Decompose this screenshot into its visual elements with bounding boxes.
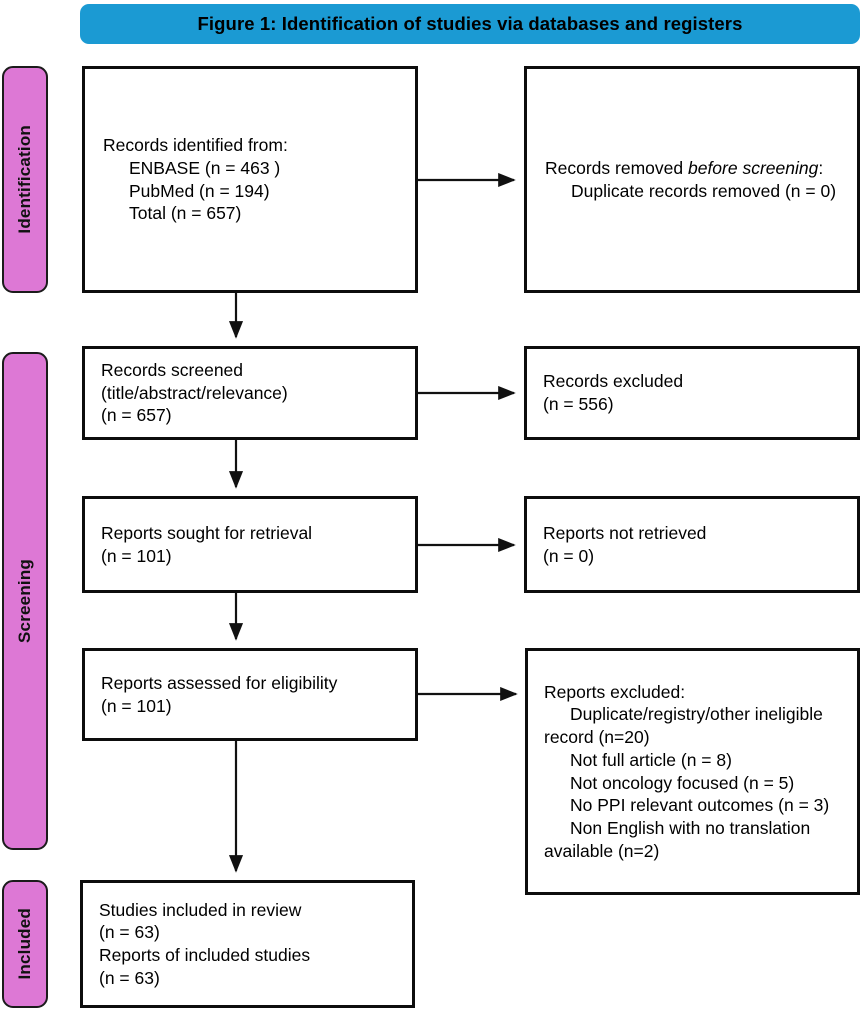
node-studies-included-text: Studies included in review (n = 63) Repo… xyxy=(83,899,412,990)
phase-label-included: Included xyxy=(15,908,34,980)
reports-sought-count: (n = 101) xyxy=(101,545,172,566)
reports-included-line1: Reports of included studies xyxy=(99,945,311,965)
node-reports-excluded: Reports excluded: Duplicate/registry/oth… xyxy=(525,648,860,895)
node-records-identified: Records identified from: ENBASE (n = 463… xyxy=(82,66,418,293)
phase-label-screening: Screening xyxy=(15,559,34,643)
figure-title-text: Figure 1: Identification of studies via … xyxy=(197,12,743,34)
records-screened-count: (n = 657) xyxy=(101,405,172,426)
reports-not-retrieved-count: (n = 0) xyxy=(543,545,595,566)
phase-label-identification: Identification xyxy=(15,125,34,234)
node-reports-sought: Reports sought for retrieval (n = 101) xyxy=(82,496,418,593)
reports-excluded-reason-0: Duplicate/registry/other ineligible reco… xyxy=(544,704,828,747)
records-identified-line1: Records identified from: xyxy=(103,135,288,155)
figure-title-banner: Figure 1: Identification of studies via … xyxy=(80,4,860,44)
records-identified-total: Total (n = 657) xyxy=(129,203,242,224)
records-screened-line2: (title/abstract/relevance) xyxy=(101,382,288,403)
reports-excluded-heading: Reports excluded: xyxy=(544,681,686,702)
node-reports-not-retrieved-text: Reports not retrieved (n = 0) xyxy=(527,522,857,568)
reports-excluded-reason-3: No PPI relevant outcomes (n = 3) xyxy=(570,795,830,816)
reports-excluded-reason-4: Non English with no translation availabl… xyxy=(544,818,816,861)
records-removed-suffix: : xyxy=(818,157,824,178)
reports-included-count: (n = 63) xyxy=(99,967,160,988)
records-excluded-line1: Records excluded xyxy=(543,371,684,392)
node-reports-sought-text: Reports sought for retrieval (n = 101) xyxy=(85,522,415,568)
phase-bar-included: Included xyxy=(2,880,48,1008)
node-studies-included: Studies included in review (n = 63) Repo… xyxy=(80,880,415,1008)
node-records-removed-text: Records removed before screening: Duplic… xyxy=(527,157,857,203)
records-excluded-count: (n = 556) xyxy=(543,394,614,414)
phase-bar-identification: Identification xyxy=(2,66,48,293)
reports-excluded-reason-2: Not oncology focused (n = 5) xyxy=(570,772,795,793)
node-reports-excluded-text: Reports excluded: Duplicate/registry/oth… xyxy=(528,681,857,863)
records-screened-line1: Records screened xyxy=(101,359,244,380)
node-records-identified-text: Records identified from: ENBASE (n = 463… xyxy=(85,134,415,225)
node-reports-assessed: Reports assessed for eligibility (n = 10… xyxy=(82,648,418,741)
node-records-removed: Records removed before screening: Duplic… xyxy=(524,66,860,293)
node-reports-assessed-text: Reports assessed for eligibility (n = 10… xyxy=(85,672,415,718)
node-records-excluded-text: Records excluded (n = 556) xyxy=(527,370,857,416)
records-identified-embase: ENBASE (n = 463 ) xyxy=(129,157,281,178)
reports-not-retrieved-line1: Reports not retrieved xyxy=(543,522,707,543)
node-records-screened: Records screened (title/abstract/relevan… xyxy=(82,346,418,440)
records-removed-prefix: Records removed xyxy=(545,157,688,178)
records-removed-duplicates: Duplicate records removed (n = 0) xyxy=(571,180,837,201)
studies-included-count: (n = 63) xyxy=(99,922,160,943)
studies-included-line1: Studies included in review xyxy=(99,899,302,920)
records-removed-italic: before screening xyxy=(687,157,819,178)
phase-bar-screening: Screening xyxy=(2,352,48,850)
node-records-excluded: Records excluded (n = 556) xyxy=(524,346,860,440)
node-reports-not-retrieved: Reports not retrieved (n = 0) xyxy=(524,496,860,593)
reports-assessed-line1: Reports assessed for eligibility xyxy=(101,672,338,693)
reports-assessed-count: (n = 101) xyxy=(101,695,172,716)
reports-excluded-reason-1: Not full article (n = 8) xyxy=(570,749,732,770)
reports-sought-line1: Reports sought for retrieval xyxy=(101,522,313,543)
records-identified-pubmed: PubMed (n = 194) xyxy=(129,180,270,201)
node-records-screened-text: Records screened (title/abstract/relevan… xyxy=(85,359,415,427)
